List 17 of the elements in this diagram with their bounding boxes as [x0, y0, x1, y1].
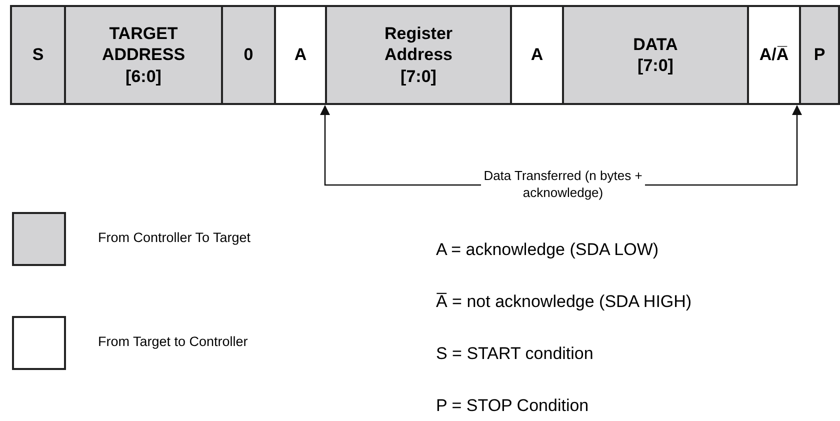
arrow — [320, 105, 481, 186]
legend-label: From Target to Controller — [98, 334, 248, 349]
stop-bit-field: P — [799, 5, 840, 105]
address-field: TARGET ADDRESS [6:0] — [64, 5, 223, 105]
data-field: DATA [7:0] — [562, 5, 749, 105]
ack-bit-field: A — [510, 5, 564, 105]
definition-text: P = STOP Condition — [436, 396, 589, 416]
legend-label: From Controller To Target — [98, 230, 251, 245]
definition-text: A̅ = not acknowledge (SDA HIGH) — [436, 292, 692, 312]
ack-bit-field: A — [274, 5, 327, 105]
definition-text: A = acknowledge (SDA LOW) — [436, 240, 659, 260]
definition-text: S = START condition — [436, 344, 594, 364]
register-address-field: Register Address [7:0] — [325, 5, 512, 105]
rw-bit-field: 0 — [221, 5, 276, 105]
ack-bit-field: A/A̅ — [747, 5, 801, 105]
start-bit-field: S — [10, 5, 66, 105]
arrow — [645, 105, 802, 186]
